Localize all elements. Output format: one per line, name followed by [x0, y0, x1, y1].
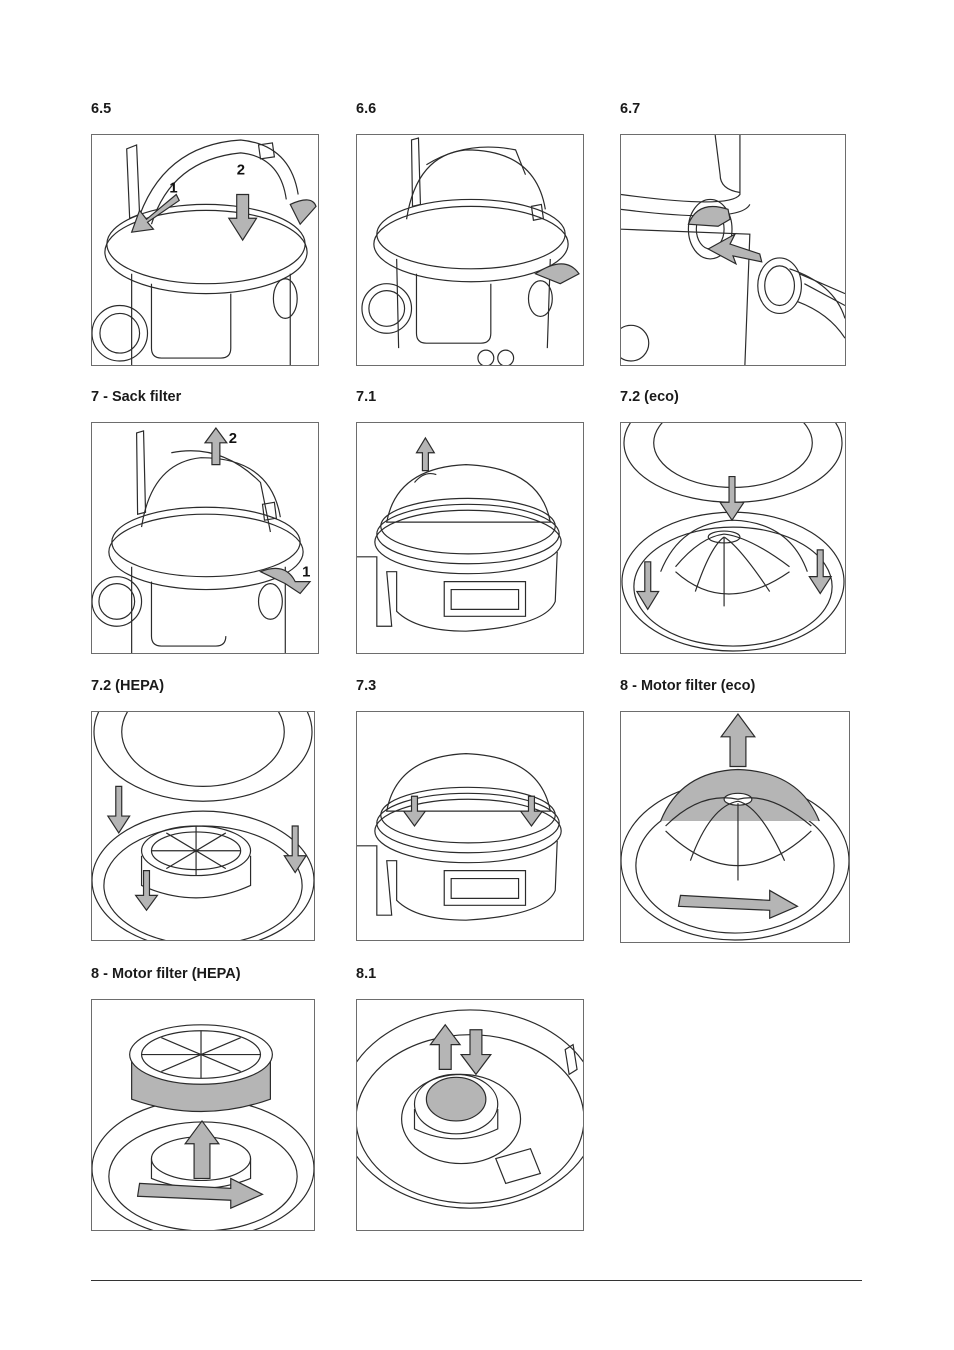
- figure-7-2-eco-filter-illustration: [620, 422, 846, 654]
- figure-6-7-hose-connection-illustration: [620, 134, 846, 366]
- figure-caption-6-5: 6.5: [91, 101, 112, 117]
- figure-caption-8-motor-filter-hepa: 8 - Motor filter (HEPA): [91, 966, 241, 982]
- callout-1: 1: [169, 181, 177, 197]
- figure-caption-6-7: 6.7: [620, 101, 641, 117]
- figure-7-3-lid-close-illustration: [356, 711, 584, 941]
- figure-caption-7-sack-filter: 7 - Sack filter: [91, 389, 182, 405]
- figure-caption-8-motor-filter-eco: 8 - Motor filter (eco): [620, 678, 756, 694]
- callout-2: 2: [237, 163, 245, 179]
- figure-caption-6-6: 6.6: [356, 101, 377, 117]
- figure-caption-7-1: 7.1: [356, 389, 377, 405]
- figure-7-2-hepa-filter-illustration: [91, 711, 315, 941]
- figure-7-sack-filter-illustration: 2 1: [91, 422, 319, 654]
- figure-caption-7-2-hepa: 7.2 (HEPA): [91, 678, 165, 694]
- figure-caption-7-2-eco: 7.2 (eco): [620, 389, 679, 405]
- figure-7-1-lid-lift-illustration: [356, 422, 584, 654]
- figure-8-motor-filter-hepa-illustration: [91, 999, 315, 1231]
- figure-8-motor-filter-eco-illustration: [620, 711, 850, 943]
- figure-caption-8-1: 8.1: [356, 966, 377, 982]
- callout-2: 2: [229, 431, 237, 447]
- figure-8-1-filter-seat-illustration: [356, 999, 584, 1231]
- callout-1: 1: [302, 565, 310, 581]
- figure-caption-7-3: 7.3: [356, 678, 377, 694]
- figure-6-5-vacuum-lid-illustration: 1 2: [91, 134, 319, 366]
- figure-6-6-vacuum-closed-illustration: [356, 134, 584, 366]
- footer-rule: [91, 1280, 862, 1281]
